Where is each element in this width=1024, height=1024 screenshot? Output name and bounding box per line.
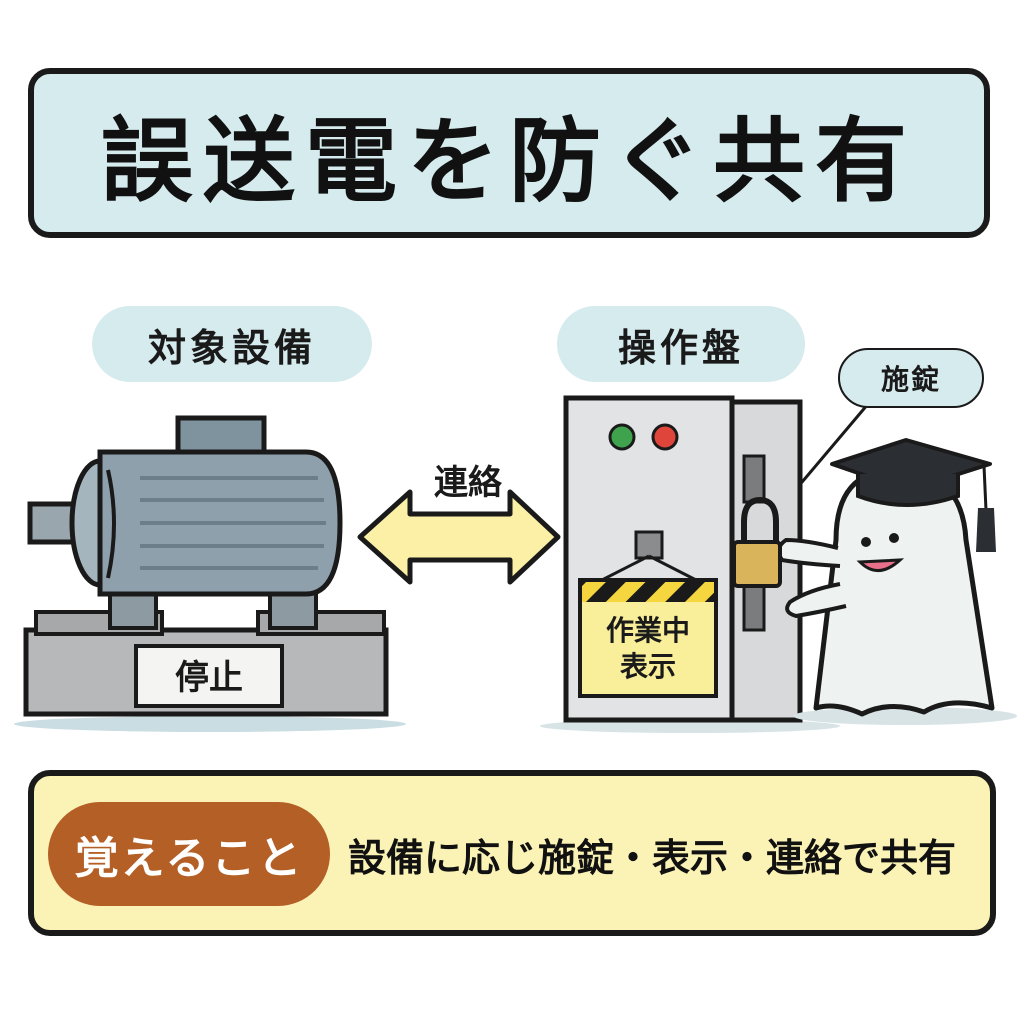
memo-badge: 覚えること bbox=[48, 802, 330, 906]
ghost-mascot-icon bbox=[776, 467, 1017, 725]
red-lamp-icon bbox=[651, 423, 679, 451]
working-sign-line2: 表示 bbox=[620, 650, 676, 683]
padlock-icon bbox=[732, 496, 782, 588]
lock-label: 施錠 bbox=[838, 348, 984, 408]
stop-tag: 停止 bbox=[134, 644, 284, 708]
equipment-label: 対象設備 bbox=[92, 306, 372, 382]
stop-tag-text: 停止 bbox=[175, 658, 243, 698]
title-banner: 誤送電を防ぐ共有 bbox=[28, 68, 990, 238]
panel-label: 操作盤 bbox=[557, 306, 805, 382]
working-sign: 作業中 表示 bbox=[578, 578, 718, 698]
memo-text: 設備に応じ施錠・表示・連絡で共有 bbox=[348, 835, 957, 880]
graduation-cap-icon bbox=[830, 438, 996, 552]
working-sign-line1: 作業中 bbox=[606, 614, 690, 647]
green-lamp-icon bbox=[608, 423, 636, 451]
contact-label: 連絡 bbox=[434, 463, 503, 503]
page-title: 誤送電を防ぐ共有 bbox=[100, 107, 917, 215]
double-arrow-icon bbox=[357, 489, 561, 585]
